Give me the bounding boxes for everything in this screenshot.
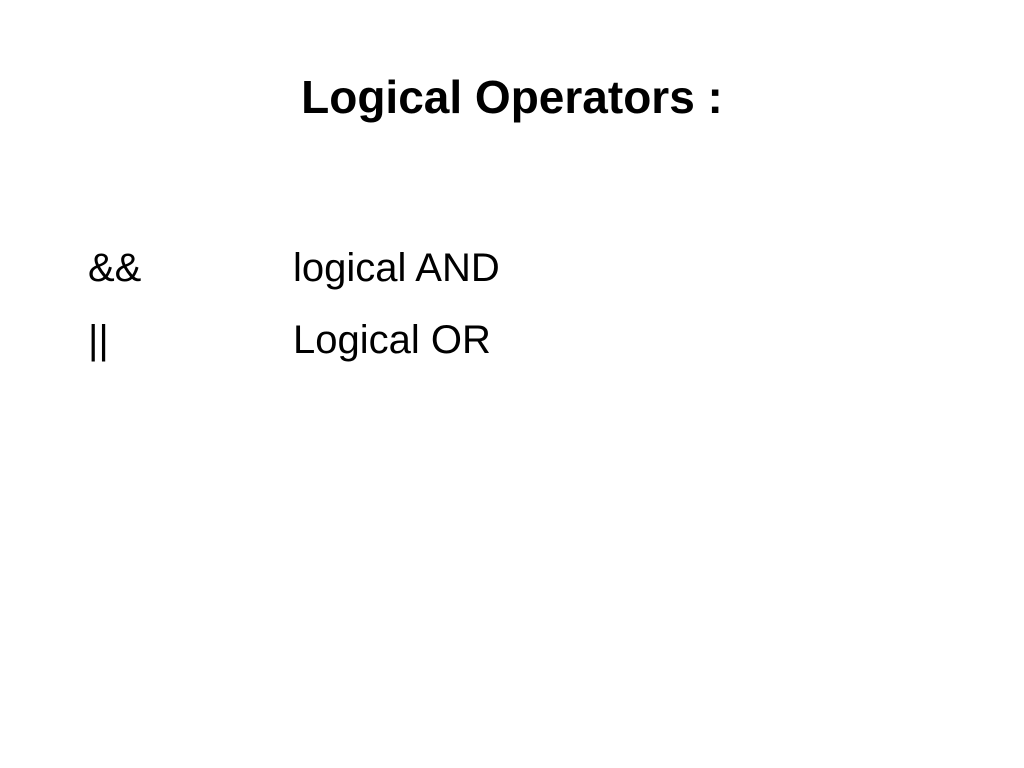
operator-symbol: && — [88, 246, 142, 290]
operator-list: && logical AND || Logical OR — [88, 232, 500, 376]
operator-row-and: && logical AND — [88, 232, 500, 304]
operator-row-or: || Logical OR — [88, 304, 500, 376]
operator-symbol: || — [88, 318, 109, 362]
slide-title: Logical Operators : — [301, 71, 723, 123]
operator-description: Logical OR — [293, 318, 491, 362]
operator-description: logical AND — [293, 246, 500, 290]
